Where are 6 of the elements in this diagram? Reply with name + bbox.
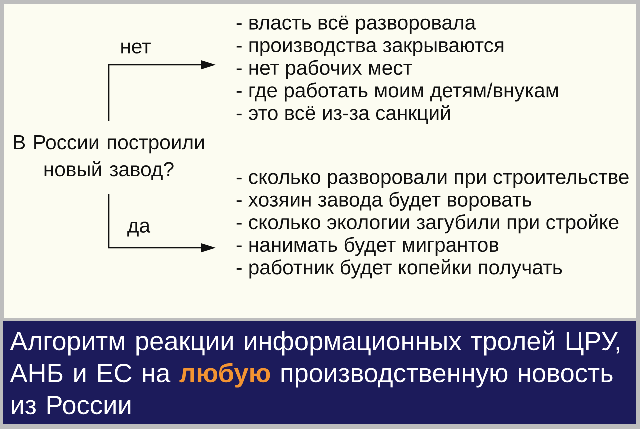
question-text: В России построили новый завод? xyxy=(14,136,204,180)
edge-label: нет xyxy=(122,42,151,54)
answer-list: - власть всё разворовала - производства закрываются - нет рабочих мест - где работать моим детям/внукам - это всё из-за санкций xyxy=(236,16,558,124)
edge-label: да xyxy=(128,222,151,237)
banner: Алгоритм реакции информационных тролей ЦРУ, АНБ и ЕС на любую производственную новость из России xyxy=(3,321,636,424)
answer-list: - сколько разворовали при строительстве - хозяин завода будет воровать - сколько экологии загубили при стройке - нанимать будет мигрантов - работник будет копейки получать xyxy=(236,173,629,279)
